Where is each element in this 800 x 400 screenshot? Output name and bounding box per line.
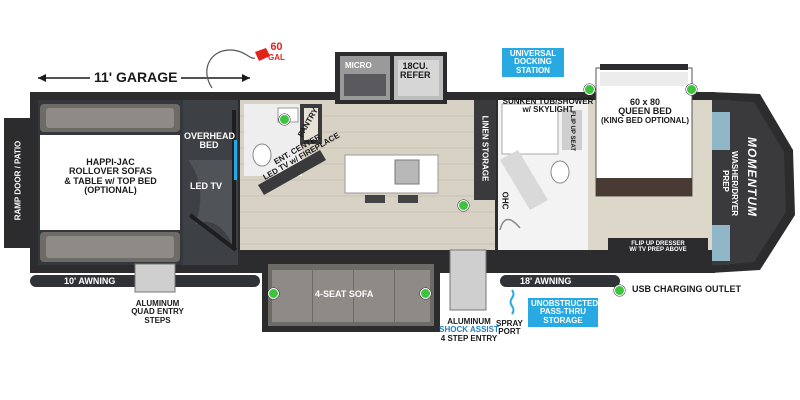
docking-line2: DOCKING [514,57,552,67]
spray-line2: PORT [498,327,521,337]
usb-dot-icon [420,288,431,299]
ohc-label: OHC [500,191,510,210]
linen-storage-label: LINEN STORAGE [480,115,490,182]
ramp-door [4,118,34,248]
quad-line2: QUAD ENTRY [131,307,184,317]
bed-line2: QUEEN BED [618,106,672,117]
dresser-line1: FLIP UP DRESSER [631,241,685,247]
bed-line3: (KING BED OPTIONAL) [601,115,689,125]
pass-line2: PASS-THRU [539,307,587,317]
sunken-tub-label: SUNKEN TUB/SHOWER w/ SKYLIGHT [500,97,596,115]
quad-entry-steps-label: ALUMINUM QUAD ENTRY STEPS [130,299,185,325]
pass-thru-storage-callout: UNOBSTRUCTED PASS-THRU STORAGE [528,298,599,328]
fuel-label: 60 GAL [268,41,285,62]
quad-line3: STEPS [144,315,171,325]
bed-line1: 60 x 80 [629,97,661,107]
led-tv-label: LED TV [190,181,223,191]
sofas-line1: HAPPI-JAC [86,157,135,167]
overhead-line2: BED [199,140,219,151]
shock-assist-steps-label: ALUMINUM SHOCK ASSIST 4 STEP ENTRY [438,317,500,343]
kitchen-island [344,154,439,194]
shock-line1: ALUMINUM [447,317,491,326]
tub-line1: SUNKEN TUB/SHOWER [502,97,594,106]
overhead-line1: OVERHEAD [184,131,236,141]
linen-storage [474,100,496,200]
spray-port-label: SPRAY PORT [496,319,523,337]
awning-left-label: 10' AWNING [64,276,116,286]
awning-right-label: 18' AWNING [520,276,572,286]
dresser-line2: W/ TV PREP ABOVE [629,247,687,254]
queen-bed [595,67,693,197]
legend-usb-dot-icon [614,285,625,296]
washer-line1: WASHER/DRYER [730,151,739,217]
docking-station-callout: UNIVERSAL DOCKING STATION [502,48,564,78]
shock-line3: 4 STEP ENTRY [440,333,498,343]
flip-up-dresser-label: FLIP UP DRESSER W/ TV PREP ABOVE [612,241,704,254]
spray-port-icon [509,289,515,315]
micro-label: MICRO [345,61,372,70]
sink-icon [394,159,420,185]
usb-dot-icon [268,288,279,299]
tub-line2: w/ SKYLIGHT [522,105,574,115]
washer-line2: PREP [721,170,730,192]
pass-line3: STORAGE [543,315,583,325]
sofas-line2: ROLLOVER SOFAS [68,166,152,177]
fuel-unit: GAL [268,52,285,62]
fuel-pump-icon [255,48,270,61]
awning-right [500,275,620,287]
garage-dimension-label: 11' GARAGE [90,70,182,85]
toilet-icon [252,143,272,167]
fuel-capacity: 60 [270,41,283,53]
docking-line3: STATION [516,65,550,75]
flip-seat-label: FLIP UP SEAT [569,110,576,152]
brand-logo: MOMENTUM [745,137,759,217]
spray-line1: SPRAY [496,319,523,328]
usb-dot-icon [279,114,290,125]
docking-line1: UNIVERSAL [509,49,557,58]
usb-dot-icon [686,84,697,95]
usb-dot-icon [584,84,595,95]
queen-bed-label: 60 x 80 QUEEN BED (KING BED OPTIONAL) [598,97,692,125]
happi-jac-sofas-label: HAPPI-JAC ROLLOVER SOFAS & TABLE w/ TOP … [58,157,163,196]
refer-label: 18CU. REFER [400,61,431,81]
overhead-bed-label: OVERHEAD BED [184,131,236,151]
four-seat-sofa-label: 4-SEAT SOFA [315,289,374,299]
refer-line1: 18CU. [402,61,429,71]
usb-dot-icon [458,200,469,211]
quad-line1: ALUMINUM [135,299,180,308]
washer-dryer-label: WASHER/DRYER PREP [721,151,739,217]
refer-line2: REFER [400,70,431,81]
shock-line2: SHOCK ASSIST [439,325,499,335]
usb-legend-label: USB CHARGING OUTLET [632,284,741,294]
sofas-line4: (OPTIONAL) [84,185,137,196]
sofas-line3: & TABLE w/ TOP BED [64,175,157,186]
pass-line1: UNOBSTRUCTED [531,299,599,308]
ramp-door-label: RAMP DOOR / PATIO [13,140,23,221]
